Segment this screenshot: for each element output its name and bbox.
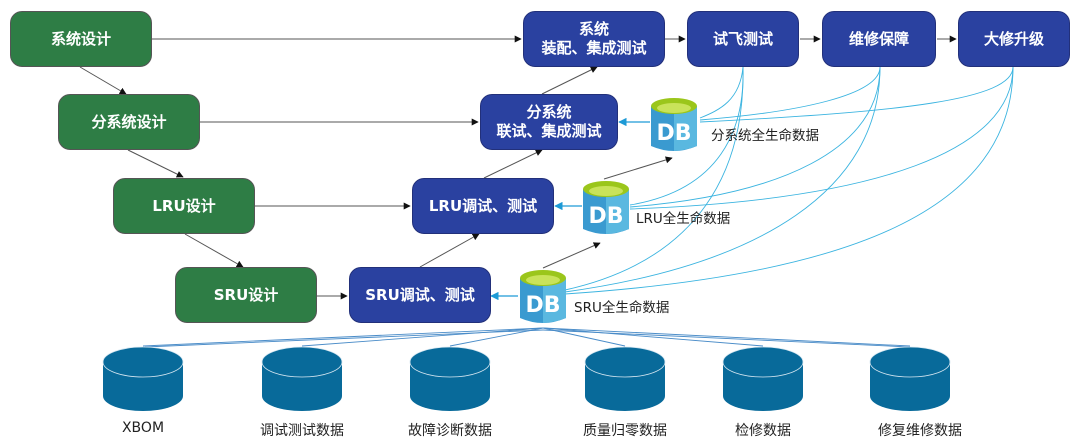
store-label-inspection: 检修数据 (735, 423, 791, 439)
cylinder-top (261, 346, 343, 378)
node-label-line2: 联试、集成测试 (496, 122, 602, 140)
node-subsystem-joint-test[interactable]: 分系统 联试、集成测试 (480, 94, 618, 150)
arrow-srudb-to-lrudb (542, 242, 601, 269)
store-label-quality-zero: 质量归零数据 (583, 423, 667, 439)
node-label-line2: 装配、集成测试 (541, 39, 647, 57)
data-store-repair-maint-data[interactable] (869, 346, 951, 411)
data-store-xbom[interactable] (102, 346, 184, 411)
arrow-subsystest-to-assembly (541, 66, 598, 95)
node-sru-test[interactable]: SRU调试、测试 (349, 267, 491, 323)
store-label-debug-test: 调试测试数据 (260, 423, 344, 439)
node-label: 试飞测试 (712, 29, 773, 48)
arrow-sysdesign-to-subsysdesign (79, 66, 127, 95)
store-links (142, 327, 911, 348)
node-label: SRU设计 (213, 285, 279, 304)
node-label: LRU调试、测试 (428, 196, 538, 215)
arrow-subsysdesign-to-lrudesign (127, 149, 184, 178)
cylinder-top (584, 346, 666, 378)
node-label-line1: 分系统 (526, 103, 572, 121)
cylinder-top (869, 346, 951, 378)
db-icon-text: DB (656, 121, 691, 146)
node-label: 分系统设计 (91, 112, 167, 131)
subsys-db-label: 分系统全生命数据 (711, 128, 819, 144)
cylinder-top (722, 346, 804, 378)
db-icon-text: DB (525, 293, 560, 318)
store-label-repair-maint: 修复维修数据 (878, 423, 962, 439)
node-lru-test[interactable]: LRU调试、测试 (412, 178, 554, 234)
lifecycle-data-links (564, 66, 1014, 295)
data-store-quality-zero-data[interactable] (584, 346, 666, 411)
node-label: 大修升级 (983, 29, 1044, 48)
node-flight-test[interactable]: 试飞测试 (687, 11, 799, 67)
data-store-fault-diag-data[interactable] (409, 346, 491, 411)
node-label-line1: 系统 (578, 20, 609, 38)
node-sru-design[interactable]: SRU设计 (175, 267, 317, 323)
lru-db-label: LRU全生命数据 (636, 211, 731, 227)
data-store-inspection-data[interactable] (722, 346, 804, 411)
db-feedback-arrows (490, 117, 650, 301)
data-store-debug-test-data[interactable] (261, 346, 343, 411)
subsys-db-icon[interactable]: DB (651, 98, 697, 151)
flow-arrows (79, 35, 957, 300)
lru-db-icon[interactable]: DB (583, 181, 629, 234)
arrow-lrutest-to-subsystest (483, 149, 543, 179)
node-overhaul-upgrade[interactable]: 大修升级 (958, 11, 1070, 67)
arrow-lrudesign-to-srudesign (184, 233, 244, 268)
store-label-xbom: XBOM (121, 420, 165, 436)
arrow-srutest-to-lrutest (419, 233, 480, 268)
sru-db-label: SRU全生命数据 (574, 300, 670, 316)
db-icon-text: DB (588, 204, 623, 229)
store-label-fault-diag: 故障诊断数据 (408, 423, 492, 439)
data-store-cylinders (102, 346, 951, 411)
arrow-lrudb-to-subsysdb (603, 156, 673, 180)
node-label: 系统设计 (50, 29, 111, 48)
node-label: 维修保障 (848, 29, 909, 48)
node-label: LRU设计 (152, 196, 216, 215)
node-label: SRU调试、测试 (365, 285, 475, 304)
sru-db-icon[interactable]: DB (520, 270, 566, 323)
cylinder-top (102, 346, 184, 378)
node-maintenance[interactable]: 维修保障 (822, 11, 936, 67)
node-subsystem-design[interactable]: 分系统设计 (58, 94, 200, 150)
node-system-design[interactable]: 系统设计 (10, 11, 152, 67)
node-system-assembly-test[interactable]: 系统 装配、集成测试 (523, 11, 665, 67)
node-lru-design[interactable]: LRU设计 (113, 178, 255, 234)
cylinder-top (409, 346, 491, 378)
